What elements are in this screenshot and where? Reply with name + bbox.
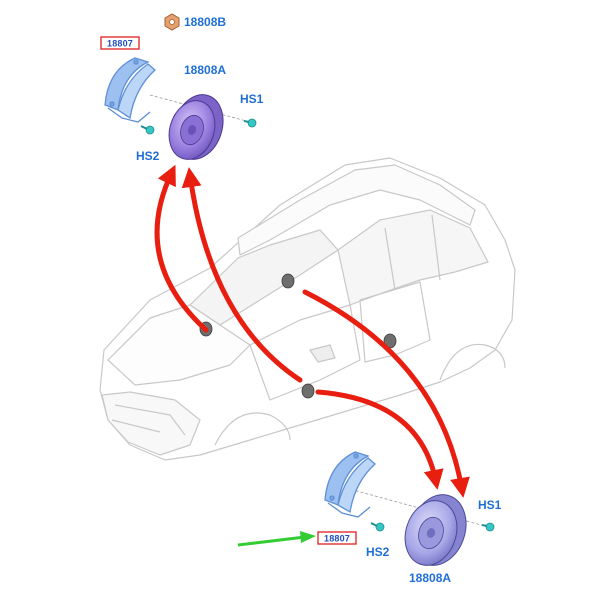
boxed-label-top-frame xyxy=(100,36,140,50)
green-arrow xyxy=(237,531,316,547)
screw-icon-bottom-left xyxy=(370,522,385,532)
label-speaker-bottom: 18808A xyxy=(409,571,451,585)
vehicle-body xyxy=(99,157,516,461)
speaker-bottom xyxy=(404,494,467,566)
arrow-front-upper-to-speaker xyxy=(181,167,303,383)
arrow-rear-lower-to-speaker xyxy=(315,389,444,490)
speaker-bracket-top xyxy=(104,57,156,123)
speaker-bracket-bottom xyxy=(324,451,376,518)
screw-icon-bottom-right xyxy=(481,522,495,532)
arrow-rear-upper-to-speaker xyxy=(302,289,470,498)
label-nut: 18808B xyxy=(184,15,226,29)
mount-hole-front-door-upper xyxy=(281,273,295,289)
screw-icon-top-left xyxy=(140,125,155,135)
boxed-label-top: 18807 xyxy=(107,39,133,49)
label-screw-top-right: HS1 xyxy=(240,92,264,106)
arrow-front-lower-to-speaker xyxy=(154,164,209,333)
boxed-label-bottom-frame xyxy=(317,531,357,545)
label-speaker-top: 18808A xyxy=(184,63,226,77)
label-screw-top-left: HS2 xyxy=(136,149,160,163)
screw-icon-top-right xyxy=(243,118,257,128)
boxed-label-bottom: 18807 xyxy=(324,534,350,544)
nut-icon xyxy=(164,13,180,31)
red-arrows xyxy=(154,164,470,498)
speaker-top xyxy=(168,94,224,160)
mount-hole-rear-door-lower xyxy=(301,383,315,399)
label-screw-bottom-left: HS2 xyxy=(366,545,390,559)
label-screw-bottom-right: HS1 xyxy=(478,498,502,512)
